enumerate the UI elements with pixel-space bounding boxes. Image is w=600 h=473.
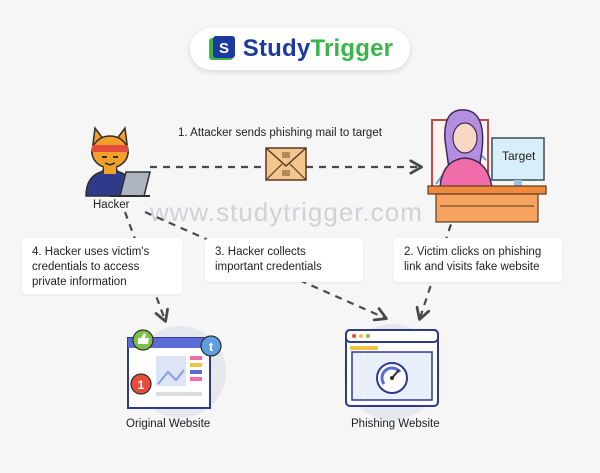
like-badge-icon xyxy=(132,329,154,351)
brand-logo: S StudyTrigger xyxy=(190,28,410,70)
hacker-label: Hacker xyxy=(93,199,130,211)
target-label: Target xyxy=(502,149,536,163)
step-3-text: 3. Hacker collects important credentials xyxy=(215,246,322,273)
original-site-label: Original Website xyxy=(126,418,211,430)
step-3-card: 3. Hacker collects important credentials xyxy=(205,238,363,282)
notification-badge-icon: 1 xyxy=(130,373,152,395)
step-2-card: 2. Victim clicks on phishing link and vi… xyxy=(394,238,562,282)
mail-envelope-icon xyxy=(265,147,307,181)
svg-text:S: S xyxy=(219,40,229,57)
svg-text:1: 1 xyxy=(138,378,145,392)
tumblr-badge-icon: t xyxy=(200,335,222,357)
hacker-cat-icon xyxy=(85,126,151,197)
brand-mark-icon: S xyxy=(208,36,235,60)
step-4-card: 4. Hacker uses victim's credentials to a… xyxy=(22,238,182,294)
step-1-label: 1. Attacker sends phishing mail to targe… xyxy=(178,127,382,139)
svg-text:t: t xyxy=(209,339,214,354)
gauge-icon xyxy=(376,362,408,394)
watermark: www.studytrigger.com xyxy=(150,197,423,227)
step-4-text: 4. Hacker uses victim's credentials to a… xyxy=(32,246,150,288)
step-2-text: 2. Victim clicks on phishing link and vi… xyxy=(404,246,542,273)
phishing-site-label: Phishing Website xyxy=(351,418,440,430)
target-woman-icon xyxy=(427,109,547,223)
brand-name: StudyTrigger xyxy=(242,35,394,62)
